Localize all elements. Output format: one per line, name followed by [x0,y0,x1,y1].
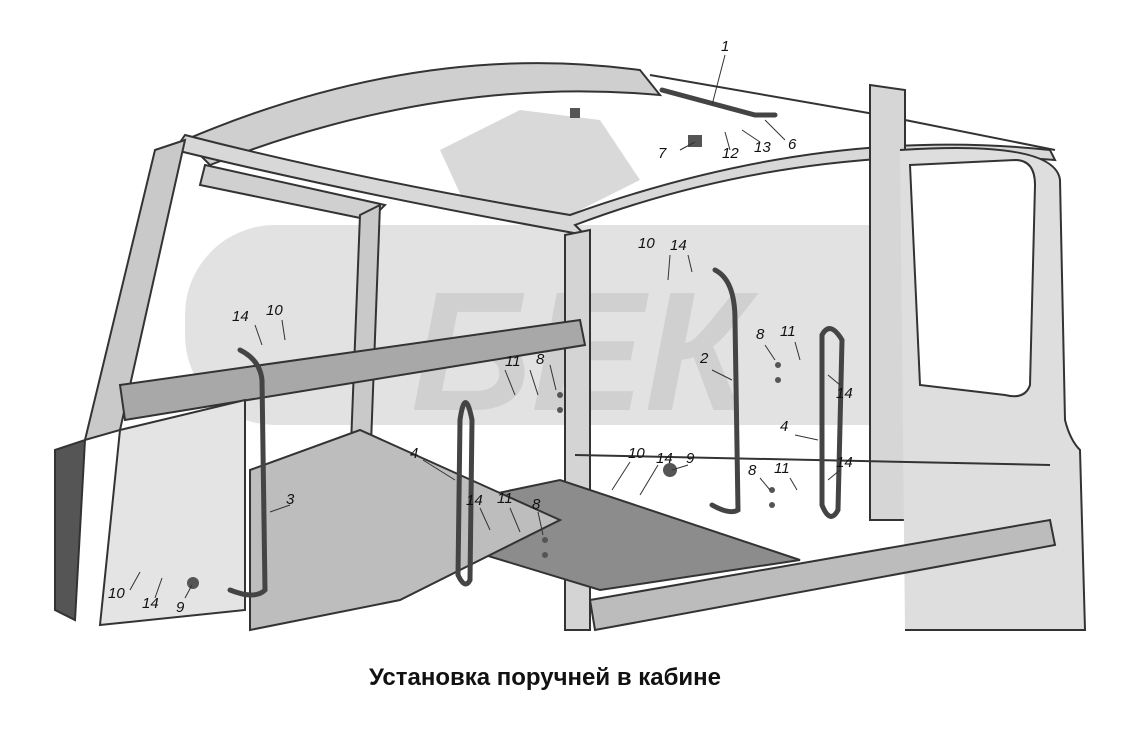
handrail-2 [709,267,741,515]
callout-14: 14 [466,492,483,509]
handrail-3 [227,347,268,598]
callout-11: 11 [774,460,790,477]
callout-14: 14 [836,385,853,402]
callout-14: 14 [670,237,687,254]
part-8-nut [542,552,548,558]
rear-sill-beam [588,518,1057,632]
part-8-nut [769,487,775,493]
roof-front-beam [183,62,663,167]
part-8-nut [557,392,563,398]
right-door-window [908,158,1037,398]
callout-8: 8 [756,326,765,343]
floor-tunnel [249,428,563,632]
callout-10: 10 [628,445,645,462]
callout-1: 1 [721,38,730,55]
callout-11: 11 [497,490,513,507]
callout-10: 10 [266,302,283,319]
leader-lines [129,54,841,599]
part-8-nut [775,362,781,368]
left-door-lower [98,398,246,627]
part-8-nut [557,407,563,413]
callout-14: 14 [142,595,159,612]
callout-11: 11 [505,353,521,370]
part-7-block [688,135,702,147]
callout-8: 8 [532,496,541,513]
handrail-4-right [819,326,845,519]
part-8-nut [775,377,781,383]
watermark-gear-shape [440,110,640,220]
callout-12: 12 [722,145,739,162]
callout-9: 9 [686,450,695,467]
callout-11: 11 [780,323,796,340]
callout-9: 9 [176,599,185,616]
cab-handrail-drawing: БЕК [54,54,1087,632]
handrails [227,87,845,598]
callout-14: 14 [656,450,673,467]
diagram-caption: Установка поручней в кабине [368,664,722,691]
callout-6: 6 [788,136,797,153]
roof-rear-edge [649,74,1056,151]
callout-4: 4 [410,445,419,462]
callout-14: 14 [836,454,853,471]
callout-4: 4 [780,418,789,435]
callout-10: 10 [108,585,125,602]
roof-cross-beam [173,133,1057,237]
part-9-cap-left [187,577,199,589]
handrail-1-roof [659,87,778,118]
dashboard-top [118,318,587,422]
callout-14: 14 [232,308,249,325]
rear-wall-line [574,454,1051,466]
part-7-block-left [570,108,580,118]
left-lower-body [54,438,87,622]
callout-7: 7 [658,145,667,162]
callout-3: 3 [286,491,295,508]
callout-8: 8 [748,462,757,479]
rear-right-pillar [869,83,906,521]
callout-10: 10 [638,235,655,252]
part-8-nut [769,502,775,508]
cab-frame [54,62,1087,632]
part-8-nut [542,537,548,543]
callout-13: 13 [754,139,771,156]
handrail-4-center [455,400,475,587]
callout-2: 2 [700,350,709,367]
callout-8: 8 [536,351,545,368]
part-9-cap [663,463,677,477]
